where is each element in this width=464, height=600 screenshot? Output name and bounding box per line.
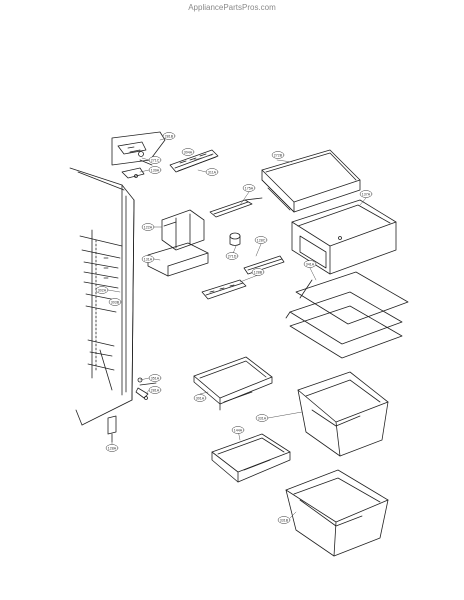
callout-label: 128B <box>254 270 263 274</box>
callout-label: 301A <box>196 396 205 400</box>
callout-label: 271D <box>228 254 237 258</box>
guide-rail-low <box>201 279 247 300</box>
callout-label: 272B <box>274 153 283 157</box>
refrigerator-cabinet <box>69 167 135 426</box>
crisper-drawer-lower <box>285 469 389 557</box>
callout-label: 304A <box>184 150 193 154</box>
callout-label: 139A <box>151 168 160 172</box>
callout-label: 281A <box>151 388 160 392</box>
shelf-clip <box>209 197 263 218</box>
callout-label: 311A <box>208 170 217 174</box>
callout-label: 331A <box>258 416 267 420</box>
callout-label: 281B <box>165 134 174 138</box>
callout-label: 137A <box>362 192 371 196</box>
damper-bracket <box>161 209 205 251</box>
leader-lines <box>107 135 367 519</box>
crisper-drawer-middle <box>297 371 389 457</box>
site-watermark: AppliancePartsPros.com <box>188 3 276 12</box>
callout-label: 271C <box>151 158 160 162</box>
callout-label: 128C <box>257 238 266 242</box>
pan-cover-lower <box>211 433 291 483</box>
hinge-assembly <box>111 131 166 179</box>
crisper-drawer-upper <box>291 199 397 275</box>
callout-label: 175A <box>245 186 254 190</box>
callout-label: 128A <box>108 446 117 450</box>
callout-label: 131A <box>144 257 153 261</box>
sensor-part <box>229 232 241 246</box>
shelf-rail-upper <box>169 149 219 173</box>
crisper-cover-assembly <box>261 149 361 213</box>
callout-label: 331B <box>280 518 289 522</box>
callout-label: 144A <box>234 428 243 432</box>
callout-label: 341A <box>306 262 315 266</box>
glass-shelves <box>285 271 409 359</box>
callout-label: 303B <box>111 300 120 304</box>
callout-labels: 281B 304A 272B 271C 139A 311A 175A 137A … <box>98 134 371 522</box>
drawer-cover-left <box>147 242 209 277</box>
callout-label: 351A <box>151 376 160 380</box>
shelf-assembly-lower-left <box>193 356 273 411</box>
callout-label: 122A <box>144 225 153 229</box>
guide-rail-mid <box>243 255 285 275</box>
callout-label: 302A <box>98 288 107 292</box>
callout-bubbles <box>95 132 373 524</box>
